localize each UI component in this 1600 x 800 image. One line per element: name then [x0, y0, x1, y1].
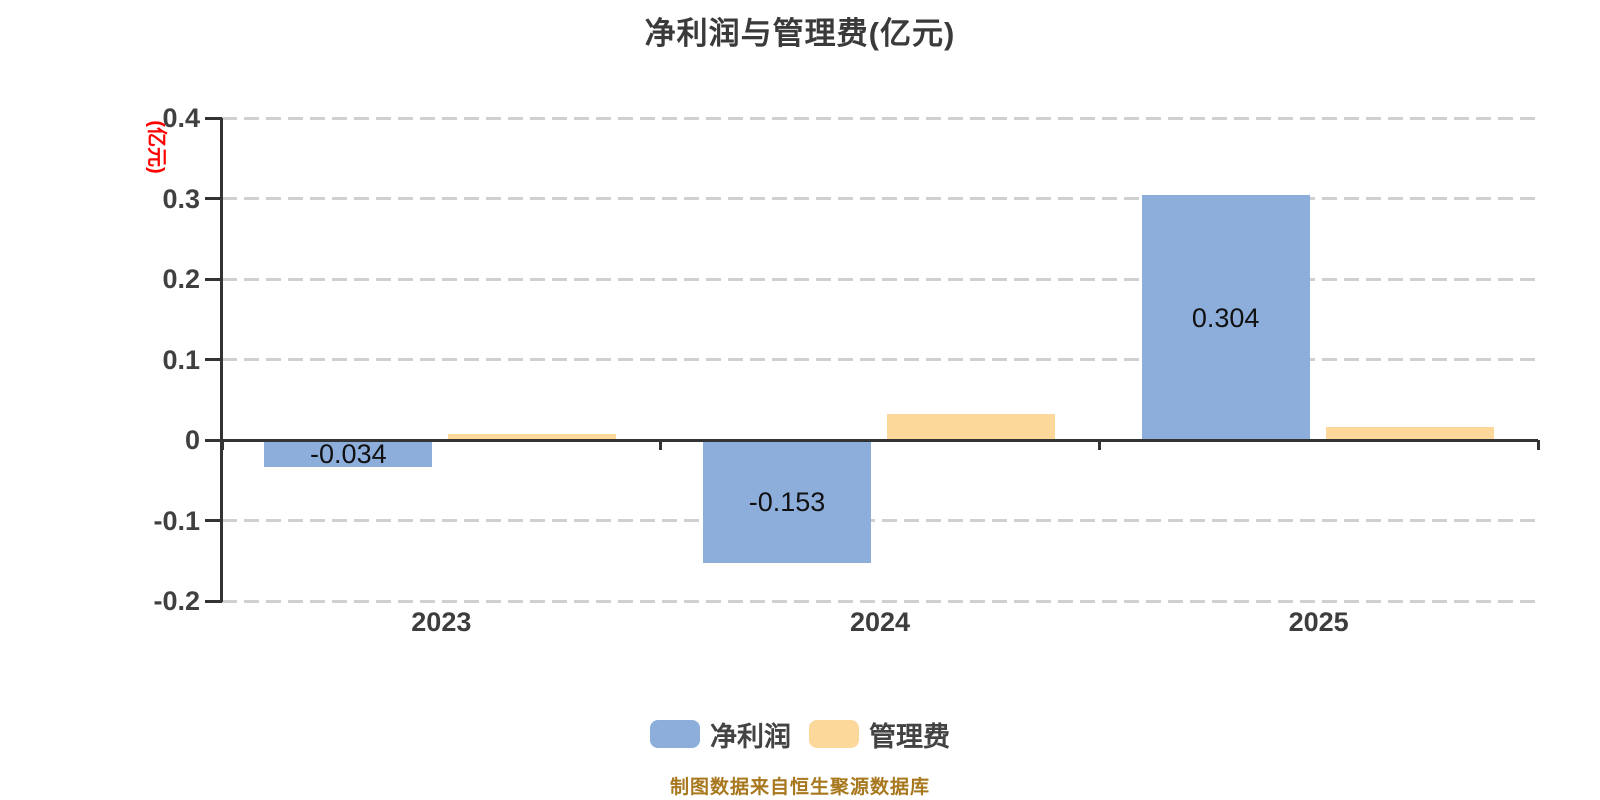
x-axis-tick-label: 2025 — [1288, 607, 1349, 637]
x-axis-tick — [1536, 440, 1540, 450]
bar-value-label: -0.034 — [310, 438, 387, 469]
x-axis-tick-label: 2023 — [411, 607, 472, 637]
net-profit-bar-2025[interactable] — [1141, 195, 1310, 440]
legend-item-net-profit[interactable]: 净利润 — [650, 715, 791, 754]
x-axis-tick-label: 2024 — [849, 607, 911, 637]
legend-item-management-fee[interactable]: 管理费 — [809, 715, 950, 754]
y-axis-tick — [205, 519, 222, 522]
y-axis-tick — [205, 116, 222, 120]
gridline — [222, 599, 1538, 603]
legend: 净利润 管理费 — [0, 719, 1600, 752]
chart-title: 净利润与管理费(亿元) — [644, 16, 956, 51]
bar-value-label: -0.153 — [748, 486, 826, 517]
management-fee-bar-2025[interactable] — [1325, 427, 1494, 440]
y-axis-tick — [205, 358, 222, 361]
gridline — [222, 197, 1538, 200]
data-source-caption: 制图数据来自恒生聚源数据库 — [669, 777, 930, 798]
y-axis-tick — [205, 438, 222, 442]
net-profit-legend-label: 净利润 — [710, 721, 791, 752]
net-profit-bar-2023[interactable] — [264, 440, 433, 468]
management-fee-legend-swatch — [809, 720, 859, 748]
y-axis-tick-label: 0.1 — [162, 344, 200, 375]
management-fee-bar-2024[interactable] — [887, 414, 1055, 440]
y-axis-tick — [205, 599, 222, 603]
y-axis-line — [220, 118, 223, 602]
gridline — [222, 519, 1538, 522]
y-axis-tick-label: 0 — [184, 425, 200, 455]
net-profit-legend-swatch — [650, 720, 700, 748]
y-axis-tick-label: 0.4 — [162, 103, 200, 133]
gridline — [222, 277, 1538, 281]
x-axis-tick — [659, 440, 663, 450]
y-axis-tick — [205, 197, 222, 200]
x-axis-line — [222, 438, 1538, 442]
gridline — [222, 358, 1538, 361]
bar-value-label: 0.304 — [1191, 302, 1260, 333]
y-axis-tick — [205, 277, 222, 281]
management-fee-legend-label: 管理费 — [869, 721, 950, 752]
y-axis-tick-label: 0.2 — [162, 264, 200, 294]
gridline — [222, 116, 1538, 120]
y-axis-tick-label: -0.2 — [153, 586, 200, 616]
y-axis-tick-label: -0.1 — [153, 505, 200, 536]
net-profit-bar-2024[interactable] — [703, 440, 871, 564]
management-fee-bar-2023[interactable] — [448, 434, 617, 440]
x-axis-tick — [1097, 440, 1101, 450]
y-axis-tick-label: 0.3 — [162, 183, 200, 214]
